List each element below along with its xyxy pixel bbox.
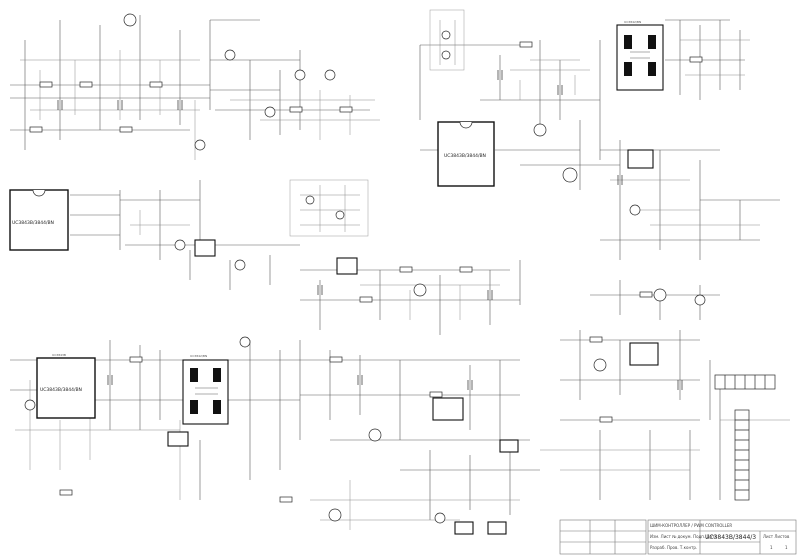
title-block: ШИМ-КОНТРОЛЛЕР / PWM CONTROLLER UC3843B/… [559, 519, 797, 555]
connector-strip [714, 374, 776, 501]
small-modules [167, 149, 659, 535]
title-block-sheet: 1 [770, 545, 773, 550]
ic-left-mid-label: UC3843B/3844/BN [12, 220, 54, 226]
transformer-bottom-header: UC3842/BN [190, 354, 207, 358]
title-block-sheets: 1 [785, 545, 788, 550]
ic-left-bottom: UC3843B UC3843B/3844/BN [36, 353, 96, 419]
title-block-row-3: Лист Листов [763, 534, 790, 539]
transformer-top-right-header: UC3842/BN [624, 20, 641, 24]
ic-left-mid: UC3843B/3844/BN [9, 189, 69, 251]
inset-boxes [289, 9, 465, 237]
title-block-row-1: Разраб. Пров. Т.контр. [650, 545, 697, 550]
title-block-title: UC3843B/3844/3 [705, 534, 756, 541]
ic-left-bottom-label: UC3843B/3844/BN [40, 387, 82, 393]
wiring [10, 15, 790, 530]
ic-top-center: UC3843B/3844/BN [437, 121, 495, 187]
transistors [24, 13, 706, 524]
resistors [29, 41, 703, 503]
transformer-top-right: UC3842/BN [616, 20, 664, 91]
title-block-row-0: Изм. Лист № докум. Подп. Дата [650, 534, 717, 539]
transformer-bottom: UC3842/BN [182, 354, 229, 425]
ic-left-bottom-header: UC3843B [52, 353, 66, 357]
title-block-subtitle: ШИМ-КОНТРОЛЛЕР / PWM CONTROLLER [650, 523, 732, 528]
capacitors [57, 70, 683, 390]
ic-top-center-label: UC3843B/3844/BN [444, 153, 486, 159]
